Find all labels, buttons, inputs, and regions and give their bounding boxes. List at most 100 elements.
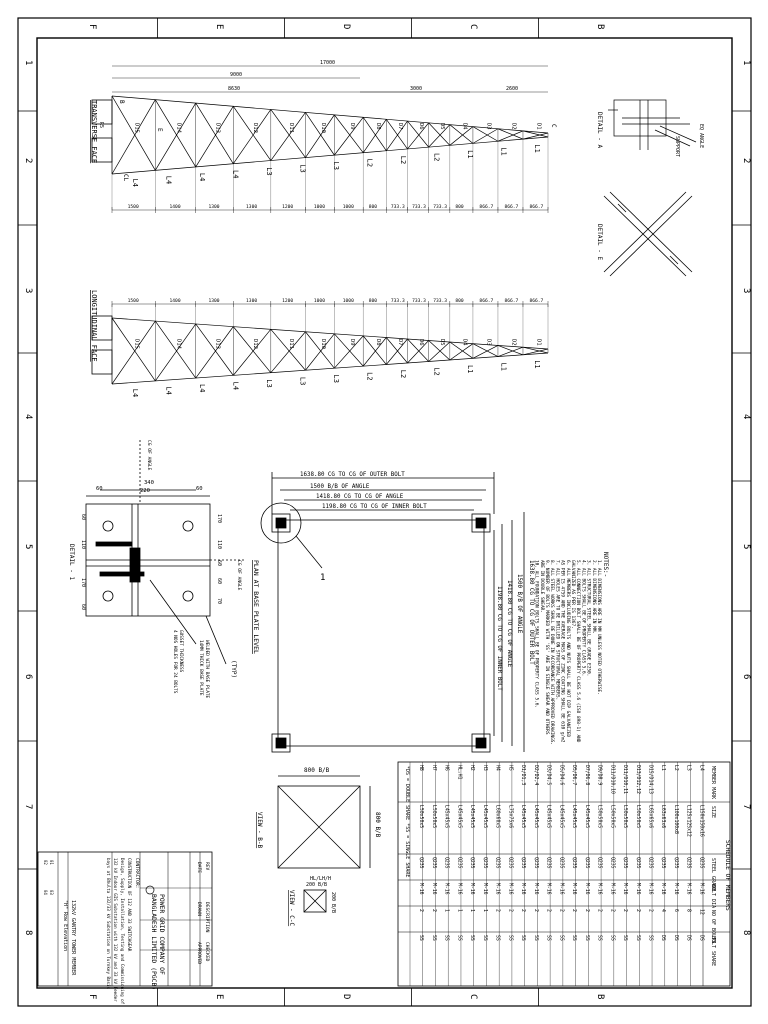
diagonal: [232, 106, 272, 161]
schedule-cell: D5/D6,7: [571, 765, 577, 785]
schedule-header: BOLT DIA: [710, 884, 716, 908]
drawing-subtitle: "H" Row Elevation: [62, 900, 68, 951]
segment-length: 733.3: [391, 204, 405, 210]
detail-1-dim: 60: [216, 560, 222, 566]
mark-cl: CL: [122, 174, 129, 182]
diagonal: [334, 335, 364, 369]
diagonal-label: D11: [288, 123, 294, 133]
segment-length: 1500: [128, 204, 139, 210]
grid-number-left: 5: [23, 544, 33, 549]
sheet-field: 03: [49, 890, 54, 895]
diagonal: [497, 346, 524, 357]
diagonal: [195, 102, 234, 164]
bottom-chord: [111, 136, 549, 175]
diagonal: [497, 345, 524, 356]
plan-dim-h: 1638.80 CG TO CG OF OUTER BOLT: [300, 472, 405, 478]
detail-1-dim: 60: [96, 486, 103, 492]
detail-1-note: WELDED WITH BASE PLATE: [204, 640, 210, 699]
schedule-cell: M-16: [686, 883, 692, 895]
detail-1-dim: 340: [144, 480, 154, 486]
schedule-cell: Q235: [597, 857, 603, 869]
schedule-cell: 2: [635, 909, 641, 912]
view-bb: [277, 775, 371, 869]
inner-frame: [36, 37, 733, 989]
note-line: 2. ALL DIMENSIONS ARE IN MM.: [591, 560, 597, 634]
schedule-cell: 12: [698, 909, 704, 915]
diagonal-label: D5: [439, 123, 445, 130]
bottom-chord: [111, 352, 549, 385]
diagonal-label: D12: [252, 339, 258, 349]
diagonal: [449, 343, 474, 361]
segment-length: 1300: [246, 204, 257, 210]
diagonal-label: D1: [535, 123, 541, 130]
diagonal: [111, 317, 156, 382]
note-line: 9. NUMBER OF BOLTS MARKED WITH 'SS' ARE …: [544, 560, 550, 735]
view-cc-dim-h: 200 B/B: [306, 882, 327, 888]
schedule-cell: L1: [660, 765, 666, 771]
schedule-cell: M-16: [597, 883, 603, 895]
schedule-cell: 4: [660, 909, 666, 912]
detail-1-note: 4 NOS HOLES FOR 24 BOLTS: [172, 630, 178, 694]
diagonal: [386, 120, 408, 151]
segment-length: 733.3: [412, 298, 426, 304]
schedule-cell: Q235: [571, 857, 577, 869]
schedule-cell: D13/D12,12: [635, 765, 641, 794]
mark-r5: R5: [98, 122, 104, 128]
grid-number-right: 2: [741, 158, 751, 163]
chord-label: L3: [298, 164, 306, 172]
diagonal: [305, 331, 335, 369]
detail-e-label: DETAIL - E: [596, 224, 603, 261]
project-line: CONSTRUCTION OF 132 AND 33 SWITCHGEAR: [127, 858, 132, 952]
diagonal: [522, 348, 549, 356]
schedule-cell: Q235: [698, 857, 704, 869]
schedule-cell: L45x45x5: [558, 805, 564, 828]
plan-dim-h: 1198.80 CG TO CG OF INNER BOLT: [322, 504, 427, 510]
schedule-cell: L50x50x5: [597, 805, 603, 828]
schedule-cell: L45x45x5: [444, 805, 450, 828]
segment-length: 733.3: [433, 204, 447, 210]
chord-label: L4: [198, 173, 206, 181]
schedule-cell: M-16: [533, 883, 539, 895]
diagonal: [111, 320, 156, 385]
schedule-header: SIZE: [710, 806, 716, 818]
schedule-cell: 2: [558, 909, 564, 912]
schedule-cell: Q235: [686, 857, 692, 869]
diagonal: [522, 130, 549, 138]
schedule-cell: SS: [558, 935, 564, 941]
notes-title: NOTES:-: [602, 552, 609, 577]
schedule-cell: Q235: [558, 857, 564, 869]
chord-label: L3: [265, 379, 273, 387]
diagonal: [428, 340, 451, 361]
mark-c: C: [550, 124, 557, 128]
chord-label: L4: [131, 389, 139, 397]
schedule-cell: L63x63x6: [660, 805, 666, 828]
diagonal: [362, 335, 387, 365]
chord-label: L3: [298, 377, 306, 385]
view-bb-dim-v: 800 B/B: [374, 812, 381, 838]
diagonal: [334, 333, 364, 367]
segment-length: 1200: [282, 204, 293, 210]
note-line: 5. ALL CONNECTION BOLT SHALL BE OF PROPE…: [575, 560, 581, 743]
detail-1-dim: 70: [216, 598, 222, 604]
schedule-cell: L45x45x5: [584, 805, 590, 828]
schedule-cell: L50x50x5: [622, 805, 628, 828]
view-cc-dim-v: 200 B/B: [330, 892, 336, 913]
schedule-cell: 2: [647, 909, 653, 912]
mark-e: E: [156, 128, 163, 132]
schedule-cell: Q235: [609, 857, 615, 869]
diagonal-label: D12: [252, 123, 258, 133]
diagonal: [522, 132, 549, 140]
transverse-title: TRANSVERSE FACE: [90, 100, 98, 163]
plan-dim-h: 1418.80 CG TO CG OF ANGLE: [316, 494, 404, 500]
schedule-cell: Q235: [520, 857, 526, 869]
schedule-cell: H4: [495, 765, 501, 771]
schedule-cell: 1: [469, 909, 475, 912]
schedule-cell: 2: [418, 909, 424, 912]
detail-a-text1: SUPPORT: [674, 136, 680, 157]
schedule-cell: SS: [507, 935, 513, 941]
detail-1-dim: 220: [140, 488, 150, 494]
note-line: 1. ALL DIMENSIONS ARE IN MM UNLESS NOTED…: [596, 560, 602, 695]
